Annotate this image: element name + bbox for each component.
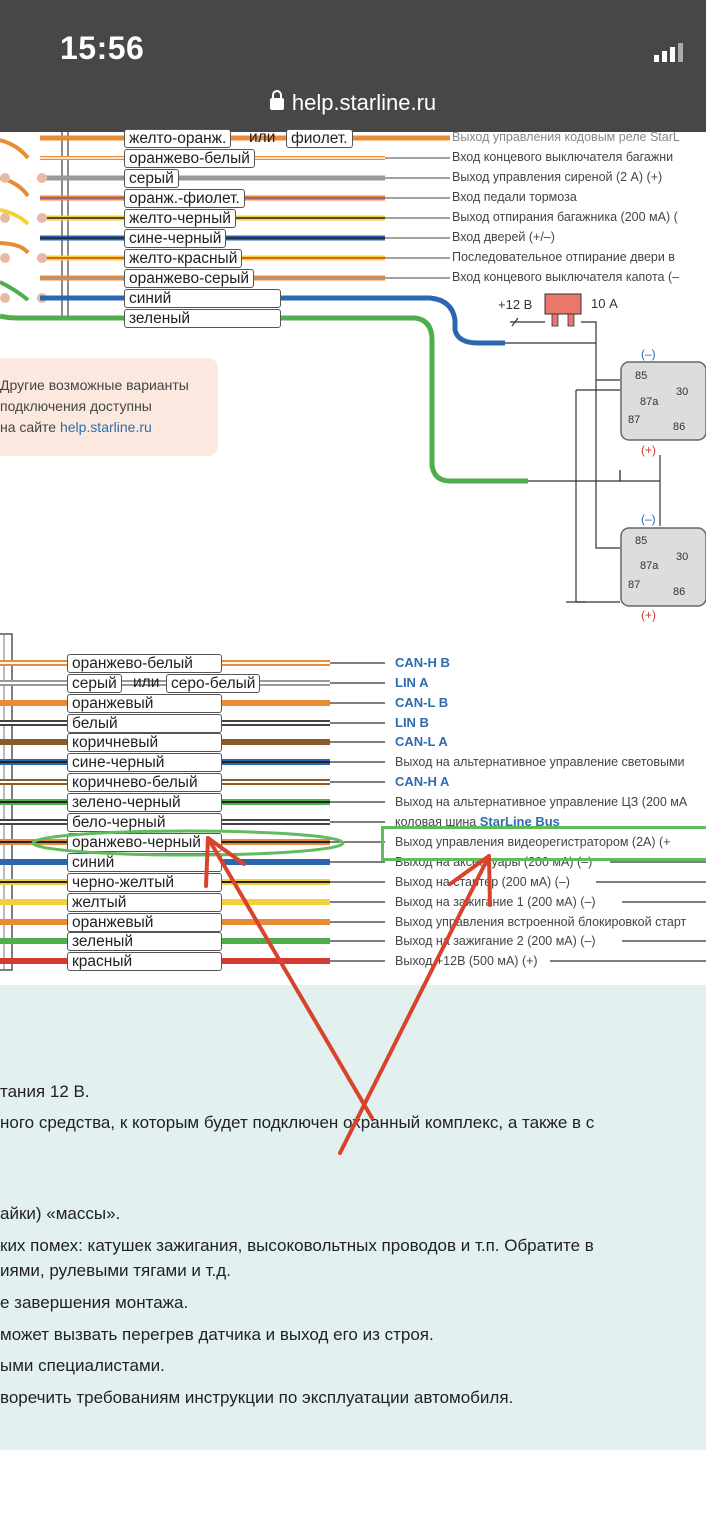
lower-wire-or-text: или [133, 674, 160, 691]
wire-label-green: зеленый [124, 309, 281, 328]
lower-desc-12v: Выход +12В (500 мА) (+) [395, 954, 538, 968]
address-bar[interactable]: help.starline.ru [0, 90, 706, 116]
instruction-line: может вызвать перегрев датчика и выход е… [0, 1325, 434, 1344]
lower-wire-label-orange-2: оранжевый [67, 913, 222, 932]
relay-2-pin30: 30 [676, 551, 689, 563]
lower-wire-label-black-yellow: черно-желтый [67, 873, 222, 892]
lower-wire-label-yellow: желтый [67, 893, 222, 912]
signal-icon [654, 43, 683, 62]
wire-desc-doors: Вход дверей (+/–) [452, 230, 555, 244]
wire-desc-trunk-switch: Вход концевого выключателя багажни [452, 150, 674, 164]
lower-wire-label-brown-white: коричнево-белый [67, 773, 222, 792]
wire-label-yellow-red: желто-красный [124, 249, 243, 268]
wire-label-gray: серый [124, 169, 179, 188]
info-line-3: на сайте help.starline.ru [0, 417, 189, 438]
info-box-text: Другие возможные варианты подключения до… [0, 375, 189, 438]
instruction-line: ного средства, к которым будет подключен… [0, 1113, 595, 1132]
instruction-line: айки) «массы». [0, 1204, 121, 1223]
wire-desc-brake: Вход педали тормоза [452, 190, 577, 204]
relay-2-pin87: 87 [628, 579, 641, 591]
lower-wire-label-orange: оранжевый [67, 694, 222, 713]
lower-desc-can-l-a: CAN-L A [395, 734, 448, 749]
lower-wire-label-gray: серый [67, 674, 122, 693]
lower-desc-ignition-1: Выход на зажигание 1 (200 мА) (–) [395, 895, 596, 909]
lower-desc-can-h-b: CAN-H B [395, 655, 450, 670]
instruction-line: иями, рулевыми тягами и т.д. [0, 1261, 231, 1280]
lower-wire-label-orange-white: оранжево-белый [67, 654, 222, 673]
info-line-1: Другие возможные варианты [0, 377, 189, 393]
info-line-2: подключения доступны [0, 398, 152, 414]
lower-wire-label-white-black: бело-черный [67, 813, 222, 832]
relay-2-pin87a: 87a [640, 560, 659, 572]
lower-desc-can-h-a: CAN-H A [395, 774, 450, 789]
wire-label-blue-black: сине-черный [124, 229, 227, 248]
relay-1-pin30: 30 [676, 386, 689, 398]
lower-wire-label-gray-white: серо-белый [166, 674, 261, 693]
relay-1-plus: (+) [641, 443, 656, 457]
lower-desc-starline-bus: коловая шина StarLine Bus [395, 814, 560, 829]
relay-1-pin87a: 87a [640, 396, 659, 408]
lower-desc-immobilizer: Выход управления встроенной блокировкой … [395, 915, 687, 929]
wire-desc-door-unlock: Последовательное отпирание двери в [452, 250, 675, 264]
fuse-rating-label: 10 А [591, 296, 618, 311]
wire-desc-code-relay: Выход управления кодовым реле StarL [452, 130, 680, 144]
wire-label-blue: синий [124, 289, 281, 308]
lower-wire-label-blue: синий [67, 853, 222, 872]
lower-desc-dashcam: Выход управления видеорегистратором (2А)… [395, 835, 671, 849]
instruction-line: тания 12 В. [0, 1082, 90, 1101]
info-box [0, 358, 218, 456]
relay-1-pin87: 87 [628, 414, 641, 426]
wire-label-yellow-black: желто-черный [124, 209, 236, 228]
wire-label-yellow-orange: желто-оранж. [124, 129, 232, 148]
instruction-line: воречить требованиям инструкции по экспл… [0, 1388, 514, 1407]
instruction-line: ких помех: катушек зажигания, высоковоль… [0, 1236, 594, 1255]
wire-label-orange-violet: оранж.-фиолет. [124, 189, 245, 208]
wire-label-violet: фиолет. [286, 129, 353, 148]
help-site-link[interactable]: help.starline.ru [59, 419, 152, 435]
lower-wire-label-red: красный [67, 952, 222, 971]
relay-2-pin86: 86 [673, 586, 686, 598]
lower-desc-starter: Выход на стартер (200 мА) (–) [395, 875, 570, 889]
lower-desc-lin-a: LIN A [395, 675, 429, 690]
info-line-3-prefix: на сайте [0, 419, 60, 435]
wire-label-orange-white: оранжево-белый [124, 149, 255, 168]
lower-wire-label-white: белый [67, 714, 222, 733]
wire-or-text: или [249, 129, 276, 146]
lower-wire-label-orange-black: оранжево-черный [67, 833, 222, 852]
wire-desc-trunk-release: Выход отпирания багажника (200 мА) ( [452, 210, 678, 224]
relay-1-pin85: 85 [635, 370, 648, 382]
fuse-voltage-label: +12 В [498, 297, 533, 312]
url-text: help.starline.ru [291, 90, 437, 115]
highlight-rectangle [381, 826, 706, 861]
lower-desc-lin-b: LIN B [395, 715, 429, 730]
lock-icon [269, 90, 284, 110]
lower-desc-can-l-b: CAN-L B [395, 695, 449, 710]
relay-1-pin86: 86 [673, 421, 686, 433]
lower-wire-label-brown: коричневый [67, 733, 222, 752]
lower-wire-label-green: зеленый [67, 932, 222, 951]
lower-wire-label-blue-black: сине-черный [67, 753, 222, 772]
lower-desc-ignition-2: Выход на зажигание 2 (200 мА) (–) [395, 934, 596, 948]
relay-2-minus: (–) [641, 512, 656, 526]
instruction-line: ыми специалистами. [0, 1356, 165, 1375]
wire-label-orange-gray: оранжево-серый [124, 269, 255, 288]
lower-wire-label-green-black: зелено-черный [67, 793, 222, 812]
wire-desc-hood-switch: Вход концевого выключателя капота (– [452, 270, 680, 284]
lower-desc-bus-name: StarLine Bus [479, 814, 560, 829]
relay-2-plus: (+) [641, 608, 656, 622]
status-time: 15:56 [60, 30, 145, 66]
instruction-line: е завершения монтажа. [0, 1293, 189, 1312]
wire-desc-siren: Выход управления сиреной (2 А) (+) [452, 170, 663, 184]
lower-desc-lights: Выход на альтернативное управление свето… [395, 755, 685, 769]
status-bar: 15:56 help.starline.ru [0, 0, 706, 132]
lower-desc-bus-prefix: коловая шина [395, 815, 477, 829]
relay-1-minus: (–) [641, 347, 656, 361]
lower-desc-central-lock: Выход на альтернативное управление ЦЗ (2… [395, 795, 688, 809]
relay-2-pin85: 85 [635, 535, 648, 547]
